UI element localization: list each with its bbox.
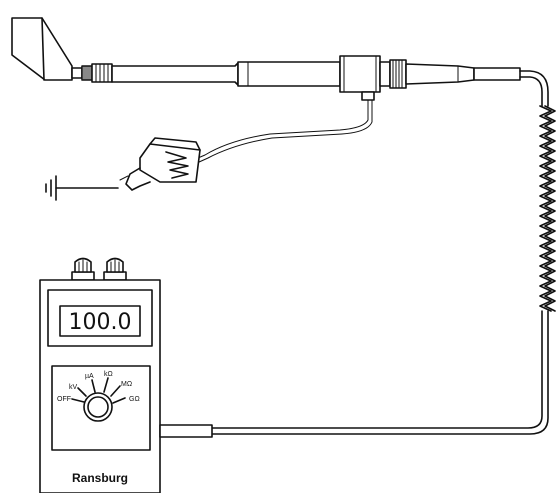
dial-label-off: OFF (57, 396, 71, 403)
meter-jack-right (103, 257, 127, 281)
dial-label-gohm: GΩ (129, 396, 140, 403)
meter-jack-left (71, 257, 95, 281)
dial-label-kv: kV (69, 384, 78, 391)
probe-body (339, 55, 521, 101)
range-selector-knob (71, 377, 126, 422)
meter-cable (211, 310, 549, 435)
meter-body (39, 279, 161, 493)
brand-label: Ransburg (72, 471, 128, 485)
dial-label-ua: µA (85, 373, 94, 380)
probe-tip (71, 63, 113, 83)
applicator-cup (11, 17, 73, 81)
probe-shaft (111, 61, 341, 87)
probe-cable (519, 70, 549, 107)
coiled-cable-icon (539, 105, 556, 312)
ground-lead-wire (164, 99, 369, 173)
alligator-clip-icon (119, 137, 201, 191)
meter-cable-connector (159, 424, 213, 438)
dial-label-kohm: kΩ (104, 371, 113, 378)
lcd-display-value: 100.0 (69, 310, 132, 335)
ground-symbol-icon (45, 175, 119, 201)
dial-label-mohm: MΩ (121, 381, 132, 388)
